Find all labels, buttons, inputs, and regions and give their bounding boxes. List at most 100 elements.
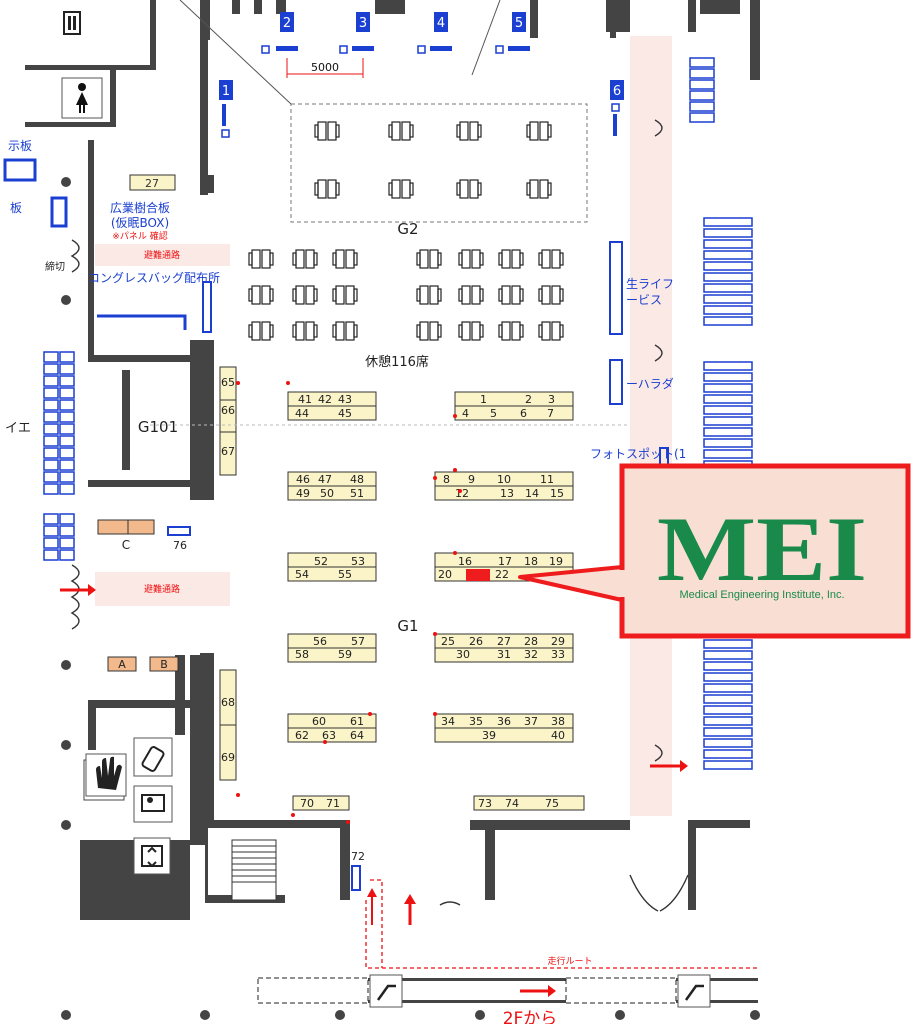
svg-text:71: 71 — [326, 797, 340, 810]
display-rack — [43, 513, 59, 525]
svg-text:26: 26 — [469, 635, 483, 648]
svg-text:B: B — [160, 658, 168, 671]
zone-g101-label: G101 — [138, 418, 178, 436]
svg-text:4: 4 — [462, 407, 469, 420]
rest-table — [416, 321, 442, 341]
svg-text:48: 48 — [350, 473, 364, 486]
display-rack — [59, 375, 75, 387]
svg-text:37: 37 — [524, 715, 538, 728]
svg-text:14: 14 — [525, 487, 539, 500]
booth-65: 65 — [221, 376, 235, 389]
display-rack — [43, 435, 59, 447]
mei-booth-highlight — [466, 569, 490, 581]
counter-c-1 — [97, 519, 129, 535]
rest-seats-label: 休憩116席 — [365, 354, 429, 370]
svg-text:61: 61 — [350, 715, 364, 728]
svg-text:56: 56 — [313, 635, 327, 648]
diagonal-line-2 — [471, 0, 501, 76]
right-display-racks — [689, 57, 753, 770]
blue-panel-left — [3, 158, 37, 182]
display-rack — [703, 738, 753, 748]
rest-table — [332, 249, 358, 269]
display-rack — [703, 361, 753, 371]
display-rack — [43, 525, 59, 537]
arrow-right-exit — [650, 760, 688, 772]
svg-text:28: 28 — [524, 635, 538, 648]
display-rack — [43, 549, 59, 561]
svg-text:7: 7 — [547, 407, 554, 420]
evac-note-box-1 — [95, 244, 230, 266]
arrow-left-entry — [60, 584, 96, 596]
rest-table — [248, 285, 274, 305]
svg-text:54: 54 — [295, 568, 309, 581]
counter-c-2 — [127, 519, 155, 535]
svg-text:19: 19 — [549, 555, 563, 568]
svg-text:75: 75 — [545, 797, 559, 810]
rack-harada — [609, 359, 623, 405]
rest-table — [458, 321, 484, 341]
display-rack — [59, 459, 75, 471]
gate-label: 締切 — [45, 260, 65, 273]
svg-text:40: 40 — [551, 729, 565, 742]
box-27 — [129, 174, 176, 191]
rest-table — [458, 249, 484, 269]
bottom-right-room — [696, 828, 750, 910]
booth-67: 67 — [221, 445, 235, 458]
display-rack — [43, 447, 59, 459]
display-rack — [703, 394, 753, 404]
svg-text:13: 13 — [500, 487, 514, 500]
rest-table — [458, 285, 484, 305]
svg-text:34: 34 — [441, 715, 455, 728]
display-rack — [43, 483, 59, 495]
door-arcs-left — [70, 119, 689, 912]
board-label: 板 — [10, 201, 22, 215]
svg-text:22: 22 — [495, 568, 509, 581]
display-rack — [703, 672, 753, 682]
from-2f-label: 2Fから — [503, 1009, 558, 1024]
svg-text:52: 52 — [314, 555, 328, 568]
column-dots — [61, 175, 760, 1020]
restroom-women-icon — [61, 77, 103, 119]
harada-label: ーハラダ — [626, 376, 674, 391]
display-rack — [43, 459, 59, 471]
display-rack — [703, 716, 753, 726]
svg-text:76: 76 — [173, 539, 187, 552]
display-rack — [703, 438, 753, 448]
panel-note: ※パネル 確認 — [112, 230, 167, 242]
svg-text:A: A — [118, 658, 126, 671]
rest-table — [538, 285, 564, 305]
diagonal-line — [179, 0, 292, 105]
corridor-band — [630, 36, 672, 816]
svg-text:25: 25 — [441, 635, 455, 648]
display-rack — [43, 363, 59, 375]
display-rack — [703, 650, 753, 660]
display-rack — [703, 261, 753, 271]
display-rack — [703, 316, 753, 326]
display-rack — [703, 760, 753, 770]
svg-text:5000: 5000 — [311, 61, 339, 74]
display-rack — [689, 79, 715, 90]
svg-text:44: 44 — [295, 407, 309, 420]
baby-changing-icon — [133, 785, 173, 823]
display-rack — [59, 471, 75, 483]
service-label: ービス — [626, 293, 662, 307]
svg-text:45: 45 — [338, 407, 352, 420]
svg-text:29: 29 — [551, 635, 565, 648]
svg-text:避難通路: 避難通路 — [144, 583, 180, 595]
svg-text:12: 12 — [455, 487, 469, 500]
pillar-3: 3 — [359, 16, 367, 31]
rest-table — [332, 321, 358, 341]
svg-text:38: 38 — [551, 715, 565, 728]
display-rack — [703, 705, 753, 715]
booth-69: 69 — [221, 751, 235, 764]
display-rack — [59, 447, 75, 459]
svg-text:36: 36 — [497, 715, 511, 728]
escalator-left — [257, 974, 403, 1008]
display-rack — [59, 483, 75, 495]
escalator-right — [565, 974, 711, 1008]
display-rack — [689, 101, 715, 112]
svg-text:避難通路: 避難通路 — [144, 249, 180, 261]
svg-text:49: 49 — [296, 487, 310, 500]
svg-text:20: 20 — [438, 568, 452, 581]
